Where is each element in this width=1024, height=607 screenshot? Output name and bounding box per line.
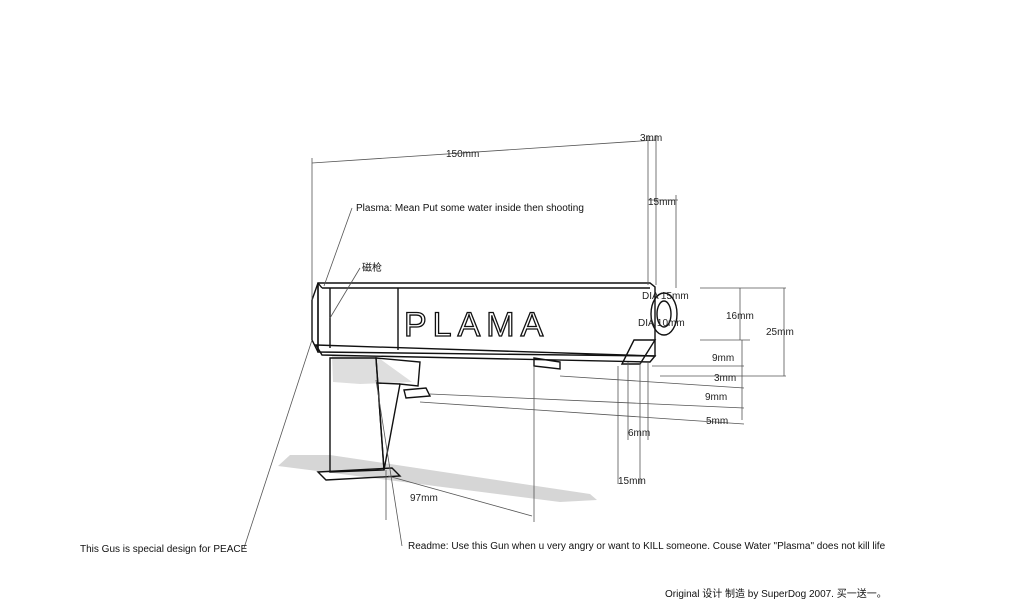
dim-dia-outer: DIA 15mm xyxy=(642,291,689,302)
dim-grip97: 97mm xyxy=(410,493,438,504)
dim-h16: 16mm xyxy=(726,311,754,322)
dim-w6: 6mm xyxy=(628,428,650,439)
note-readme: Readme: Use this Gun when u very angry o… xyxy=(408,541,886,552)
under-fin xyxy=(620,339,657,365)
dim-dia-inner: DIA 10mm xyxy=(638,318,685,329)
dim-top-15mm: 15mm xyxy=(648,197,676,208)
leader-lines xyxy=(243,207,403,549)
dimension-lines xyxy=(311,135,786,522)
note-plasma: Plasma: Mean Put some water inside then … xyxy=(356,203,584,214)
under-rail xyxy=(533,357,561,370)
trigger-pin xyxy=(403,387,432,399)
grip xyxy=(316,357,432,481)
dim-h3: 3mm xyxy=(714,373,736,384)
barrel-lettering: PLAMA xyxy=(404,306,549,344)
dim-h5: 5mm xyxy=(706,416,728,427)
dim-h9a: 9mm xyxy=(712,353,734,364)
credit-caption: Original 设计 制造 by SuperDog 2007. 买一送一。 xyxy=(665,587,887,600)
dim-overall-length: 150mm xyxy=(446,149,479,160)
dim-h25: 25mm xyxy=(766,327,794,338)
barrel xyxy=(311,282,657,363)
note-peace: This Gus is special design for PEACE xyxy=(80,544,248,555)
grip-shadow xyxy=(332,356,412,384)
dim-top-3mm: 3mm xyxy=(640,133,662,144)
muzzle xyxy=(650,292,678,336)
dim-h9b: 9mm xyxy=(705,392,727,403)
dim-w15: 15mm xyxy=(618,476,646,487)
ground-shadow xyxy=(278,455,597,502)
note-cn-label: 磁枪 xyxy=(362,261,382,274)
